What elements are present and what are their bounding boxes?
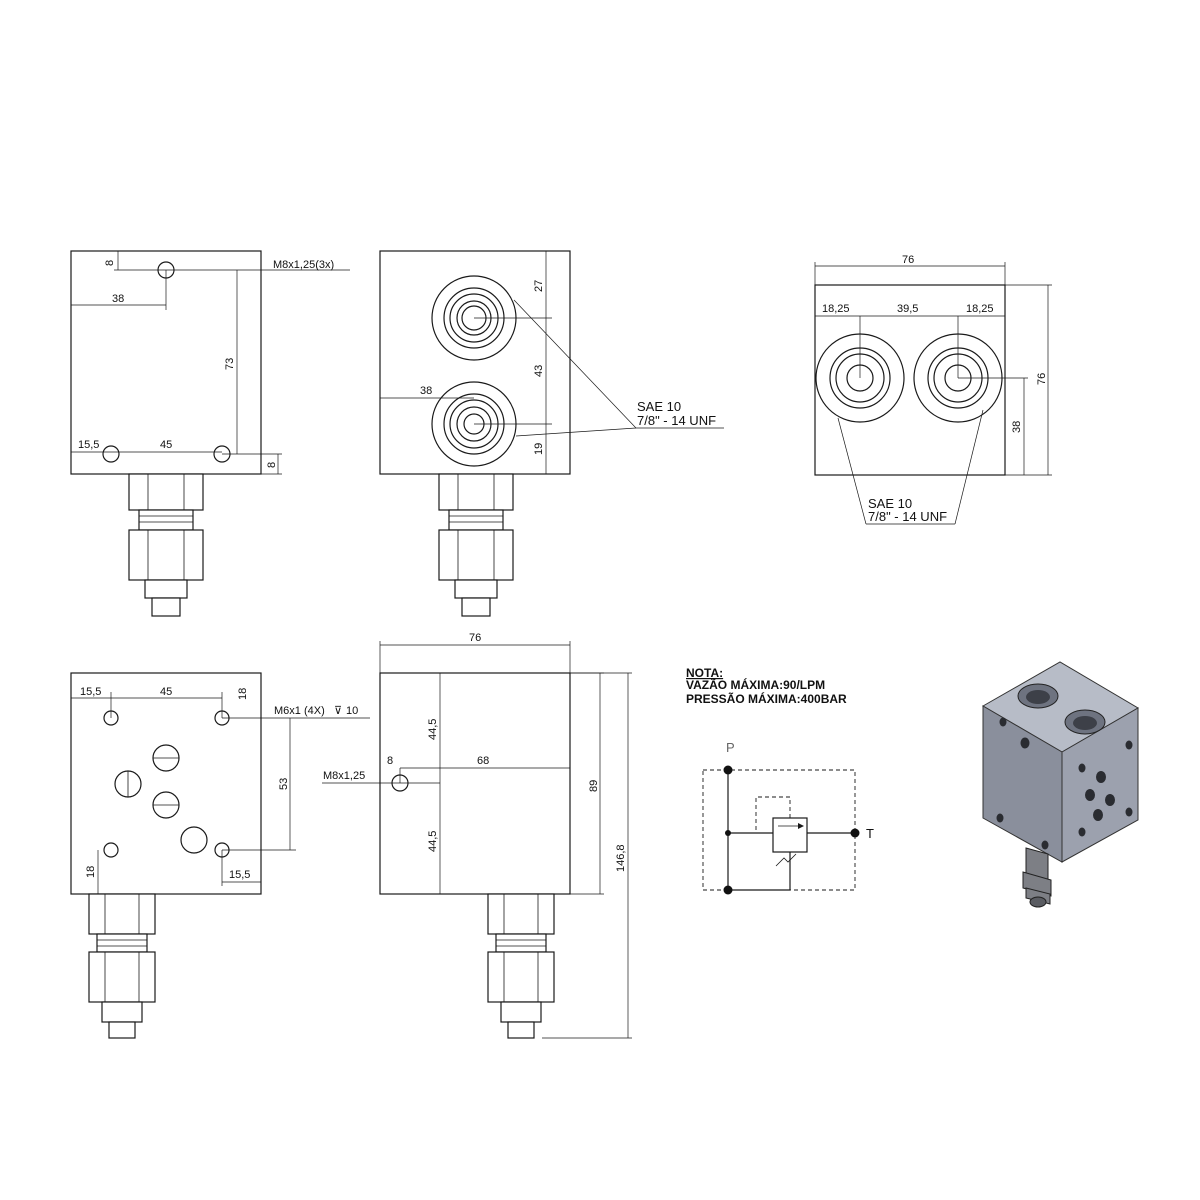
top-dim-right: 18,25 — [966, 303, 994, 315]
mounting-hole — [102, 445, 120, 463]
front-dim-spacing: 45 — [160, 439, 172, 451]
top-port-label-1: SAE 10 — [868, 496, 912, 511]
profile-dim-total-height: 146,8 — [615, 844, 627, 872]
top-view-body — [814, 284, 1006, 476]
schematic-port-t: T — [866, 826, 874, 841]
profile-thread-label: M8x1,25 — [323, 770, 365, 782]
side-port-label-2: 7/8" - 14 UNF — [637, 413, 716, 428]
mount-dim-vertical: 53 — [278, 778, 290, 790]
side-dim-top: 27 — [533, 280, 545, 292]
side-dim-bottom: 19 — [533, 443, 545, 455]
front-dim-hole-x: 38 — [112, 293, 124, 305]
note-line-1: VAZÃO MÁXIMA:90/LPM — [686, 677, 825, 692]
junction-dot — [723, 885, 733, 895]
mount-view-body — [70, 672, 262, 895]
top-dim-left: 18,25 — [822, 303, 850, 315]
note-line-2: PRESSÃO MÁXIMA:400BAR — [686, 691, 847, 706]
relief-valve-symbol — [772, 817, 808, 853]
iso-render — [981, 661, 1139, 908]
schematic-port-p: P — [726, 740, 735, 755]
mount-dim-bottom-right: 15,5 — [229, 869, 250, 881]
iso-face-right — [1061, 707, 1139, 863]
profile-dim-hole-x: 68 — [477, 755, 489, 767]
front-dim-left: 15,5 — [78, 439, 99, 451]
hydraulic-schematic: P T — [702, 740, 874, 895]
side-dim-middle: 43 — [533, 365, 545, 377]
front-dim-height: 73 — [224, 358, 236, 370]
port-openings — [114, 744, 208, 854]
top-dim-center: 39,5 — [897, 303, 918, 315]
junction-dot — [725, 830, 731, 836]
side-dim-left: 38 — [420, 385, 432, 397]
top-dim-height: 76 — [1036, 373, 1048, 385]
profile-dim-block-height: 89 — [588, 780, 600, 792]
side-port-label-1: SAE 10 — [637, 399, 681, 414]
cartridge-fitting — [487, 893, 555, 1039]
profile-view: 76 8 68 M8x1,25 44,5 44,5 89 146,8 — [322, 632, 632, 1039]
mount-dim-spacing: 45 — [160, 686, 172, 698]
mount-dim-left: 15,5 — [80, 686, 101, 698]
note-title: NOTA: — [686, 666, 723, 680]
top-view: 76 18,25 39,5 18,25 76 38 SAE 10 7/8" - … — [814, 254, 1052, 525]
top-dim-width: 76 — [902, 254, 914, 266]
cartridge-fitting — [438, 473, 514, 617]
top-port-label-2: 7/8" - 14 UNF — [868, 509, 947, 524]
iso-fitting — [1022, 847, 1052, 908]
mount-view: 15,5 45 18 M6x1 (4X) ⊽ 10 53 18 15,5 — [70, 672, 370, 1039]
profile-dim-lower: 44,5 — [427, 831, 439, 852]
mount-depth-value: 10 — [346, 705, 358, 717]
side-view: 27 43 19 38 SAE 10 7/8" - 14 UNF — [379, 250, 724, 617]
mount-dim-bottom-left: 18 — [85, 866, 97, 878]
iso-ports — [1017, 683, 1106, 735]
front-thread-label: M8x1,25(3x) — [273, 259, 334, 271]
junction-dot — [850, 828, 860, 838]
junction-dot — [723, 765, 733, 775]
profile-dim-width: 76 — [469, 632, 481, 644]
cartridge-fitting — [128, 473, 204, 617]
profile-dim-left: 8 — [387, 755, 393, 767]
cartridge-fitting — [88, 893, 156, 1039]
front-dim-top: 8 — [104, 260, 116, 266]
top-dim-port-y: 38 — [1011, 421, 1023, 433]
profile-dim-upper: 44,5 — [427, 719, 439, 740]
mounting-hole — [103, 842, 119, 858]
mount-depth-symbol: ⊽ — [334, 705, 342, 717]
front-dim-bottom: 8 — [266, 462, 278, 468]
front-view: 8 38 M8x1,25(3x) 73 15,5 45 8 — [70, 250, 350, 617]
mount-dim-top: 18 — [237, 688, 249, 700]
mount-thread-label: M6x1 (4X) — [274, 705, 325, 717]
profile-view-body — [379, 672, 571, 895]
iso-holes — [996, 717, 1133, 850]
schematic-boundary — [702, 769, 856, 891]
note-block: NOTA: VAZÃO MÁXIMA:90/LPM PRESSÃO MÁXIMA… — [686, 666, 847, 706]
